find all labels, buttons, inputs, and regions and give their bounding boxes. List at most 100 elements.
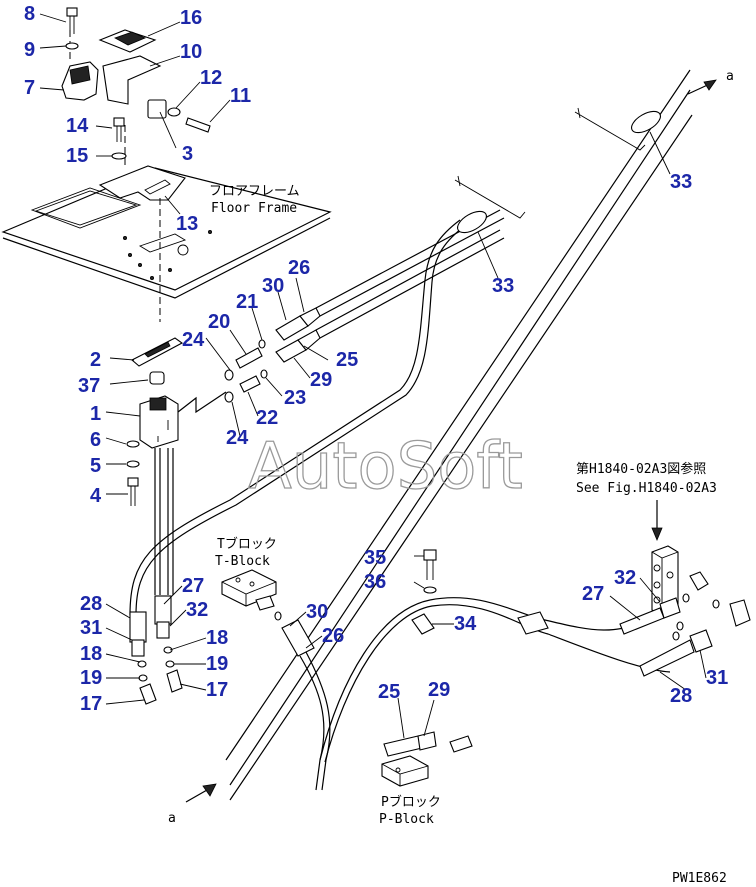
callout-18-a: 18: [80, 643, 102, 665]
callout-4: 4: [90, 485, 102, 507]
callout-27-b: 27: [582, 583, 604, 605]
callout-31-a: 31: [80, 617, 102, 639]
spacer-37: [149, 371, 165, 385]
callout-26-a: 26: [288, 257, 310, 279]
callout-27-a: 27: [182, 575, 204, 597]
callout-1: 1: [90, 403, 101, 425]
callout-17-a: 17: [80, 693, 102, 715]
callout-28-a: 28: [80, 593, 102, 615]
callout-7: 7: [24, 77, 35, 99]
pblock-label-en: P-Block: [379, 812, 434, 827]
callout-13: 13: [176, 213, 198, 235]
callout-17-b: 17: [206, 679, 228, 701]
block-3: [147, 99, 167, 119]
clamp-34: [411, 613, 435, 635]
callout-19-b: 19: [206, 653, 228, 675]
callout-29-b: 29: [428, 679, 450, 701]
callout-10: 10: [180, 41, 202, 63]
bracket-10: [102, 55, 162, 105]
callout-16: 16: [180, 7, 202, 29]
callout-25-a: 25: [336, 349, 358, 371]
ref-label-jp: 第H1840-02A3図参照: [576, 461, 706, 477]
ref-label-en: See Fig.H1840-02A3: [576, 481, 717, 496]
callout-31-b: 31: [706, 667, 728, 689]
washer-9: [65, 42, 79, 50]
callout-26-b: 26: [322, 625, 344, 647]
p-block: [381, 731, 473, 787]
washer-36: [423, 586, 437, 594]
t-block: [221, 569, 282, 621]
callout-21: 21: [236, 291, 258, 313]
callout-2: 2: [90, 349, 101, 371]
watermark: AutoSoft: [248, 430, 523, 504]
callout-14: 14: [66, 115, 89, 137]
cover-16: [98, 29, 157, 53]
bracket-13: [98, 165, 186, 201]
tblock-label-en: T-Block: [215, 554, 270, 569]
callout-5: 5: [90, 455, 101, 477]
callout-3: 3: [182, 143, 193, 165]
bolt-14: [113, 117, 125, 142]
callout-9: 9: [24, 39, 35, 61]
washer-12: [167, 107, 181, 117]
callout-20: 20: [208, 311, 230, 333]
hose-end-27-32: [154, 595, 183, 693]
bolt-35: [423, 549, 437, 580]
washer-5: [126, 460, 140, 468]
ref-arrow: [651, 500, 663, 542]
clamp-7: [61, 61, 99, 101]
callout-32-b: 32: [614, 567, 636, 589]
fitting-20: [235, 347, 263, 369]
callout-28-b: 28: [670, 685, 692, 707]
arrow-a-bottom: [185, 783, 217, 803]
callout-15: 15: [66, 145, 88, 167]
bolt-4: [127, 477, 139, 506]
tblock-label-jp: Tブロック: [217, 536, 277, 552]
fitting-22: [239, 375, 261, 393]
callout-37: 37: [78, 375, 100, 397]
callout-19-a: 19: [80, 667, 102, 689]
leader-lines-top: [39, 13, 231, 215]
callout-18-b: 18: [206, 627, 228, 649]
callout-30-b: 30: [306, 601, 328, 623]
clamp-33a: [574, 107, 661, 151]
floor-frame-label-jp: フロアフレーム: [209, 184, 300, 199]
valve-block-right: [651, 545, 751, 641]
arrow-a-bottom-label: a: [168, 811, 176, 826]
oring-21: [258, 339, 266, 349]
callout-33-a: 33: [670, 171, 692, 193]
callout-30-a: 30: [262, 275, 284, 297]
callout-32-a: 32: [186, 599, 208, 621]
hose-loop-left: [129, 219, 467, 616]
callout-numbers: 8 16 9 10 7 12 11 14 15 3 13 33 33 26 30…: [24, 3, 728, 715]
oring-23: [260, 369, 268, 379]
hose-end-28-31: [129, 611, 157, 705]
leader-lines-lower: [105, 131, 707, 739]
clamp-33b: [454, 175, 526, 234]
hose-end-28-31-right: [639, 629, 713, 677]
oring-24a: [224, 369, 234, 381]
bolt-11: [185, 117, 211, 133]
valve-1: [139, 395, 179, 449]
hose-right: [319, 597, 671, 763]
washer-6: [126, 440, 140, 448]
callout-24-a: 24: [182, 329, 205, 351]
bolt-8: [66, 7, 78, 34]
callout-22: 22: [256, 407, 278, 429]
callout-12: 12: [200, 67, 222, 89]
callout-6: 6: [90, 429, 101, 451]
callout-25-b: 25: [378, 681, 400, 703]
drawing-code: PW1E862: [672, 871, 727, 886]
callout-29-a: 29: [310, 369, 332, 391]
hose-vertical-left: [154, 448, 174, 595]
callout-23: 23: [284, 387, 306, 409]
plate-2: [131, 337, 184, 367]
oring-24b: [224, 391, 234, 403]
callout-11: 11: [230, 85, 251, 107]
floor-frame-plate: [1, 167, 332, 299]
callout-24-b: 24: [226, 427, 249, 449]
callout-35: 35: [364, 547, 386, 569]
washer-15: [111, 152, 127, 160]
